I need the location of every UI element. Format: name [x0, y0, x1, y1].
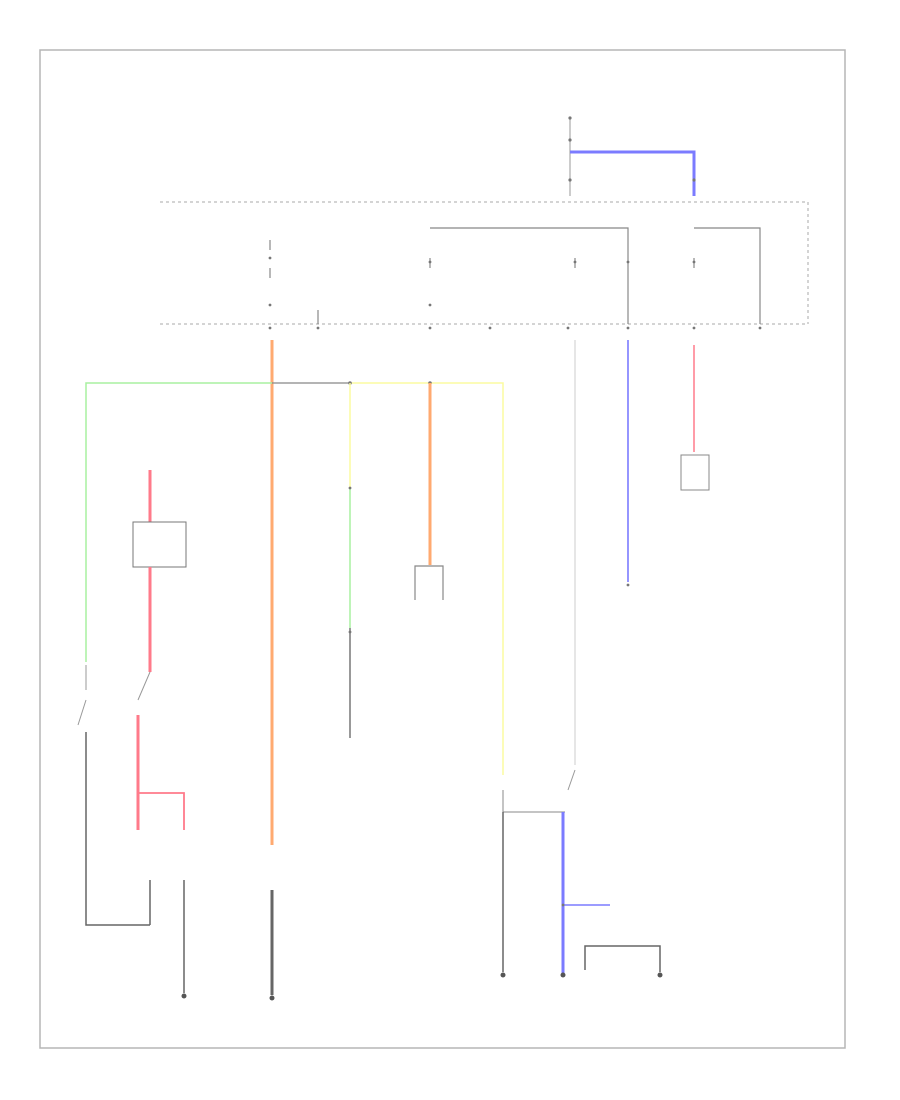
ground-right-2	[560, 972, 566, 978]
ground-bottom-left	[181, 993, 187, 999]
wire-gray-ground-left	[149, 880, 185, 993]
wire-gray-right-bus	[502, 790, 565, 813]
fuse-box-internal-bus	[269, 227, 761, 324]
seat-heater-switch	[567, 769, 576, 791]
relay-switch-contact	[137, 671, 151, 701]
fuse-box-terminals	[268, 256, 762, 330]
wire-gray-left-return	[85, 732, 150, 926]
ground-center	[269, 995, 275, 1001]
wire-yellow-right	[350, 382, 504, 775]
left-switch	[77, 665, 87, 726]
accessory-power-relay	[132, 521, 187, 568]
diagram-frame	[39, 49, 846, 1049]
lower-box	[680, 454, 710, 491]
top-fuse-box	[568, 116, 572, 196]
ground-right-1	[500, 972, 506, 978]
wire-green-left	[85, 382, 272, 662]
wire-red-loop	[138, 792, 185, 830]
wire-top-blue	[570, 150, 696, 196]
ground-right-3	[657, 972, 663, 978]
wire-gray-right-ground-3	[584, 945, 661, 972]
accessory-socket	[414, 565, 444, 600]
